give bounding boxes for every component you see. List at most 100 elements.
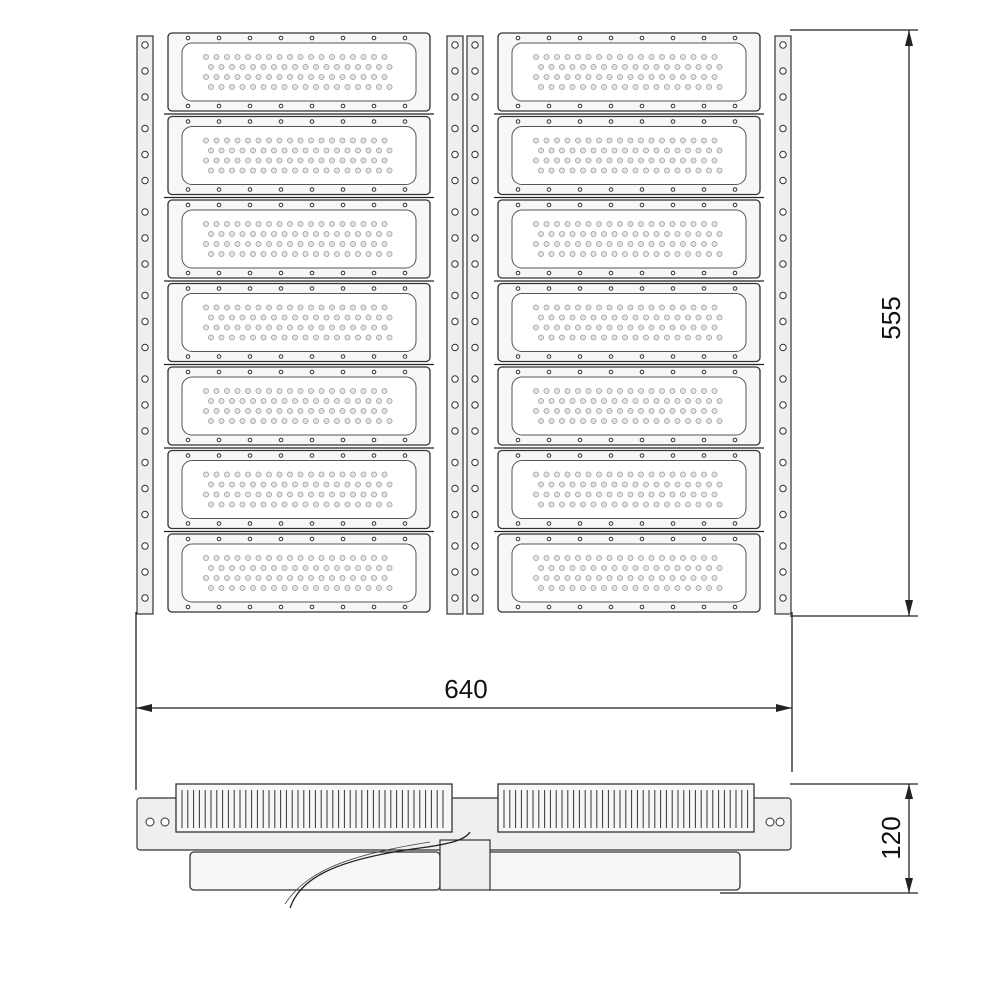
led-chip	[590, 314, 597, 321]
led-chip	[596, 388, 602, 394]
led-chip	[585, 54, 592, 60]
led-chip	[360, 137, 367, 144]
led-chip	[632, 565, 639, 571]
led-chip	[606, 54, 613, 60]
led-chip	[276, 471, 283, 478]
led-chip	[344, 64, 351, 70]
led-chip	[271, 565, 277, 571]
led-chip	[590, 147, 597, 154]
led-chip	[590, 398, 597, 404]
led-chip	[239, 585, 246, 591]
led-chip	[706, 398, 712, 404]
led-chip	[543, 54, 550, 60]
led-chip	[260, 481, 267, 488]
led-chip	[585, 575, 592, 581]
module-lens-panel	[181, 126, 417, 185]
led-chip	[548, 334, 555, 341]
led-chip	[533, 388, 539, 394]
led-chip	[224, 54, 230, 60]
led-chip	[559, 167, 565, 174]
screw-icon	[701, 536, 707, 542]
led-chip	[680, 555, 686, 561]
screw-icon	[185, 270, 191, 276]
led-chip	[664, 167, 670, 174]
led-chip	[601, 147, 607, 154]
led-chip	[323, 481, 330, 488]
screw-icon	[639, 286, 645, 291]
led-chip	[596, 555, 602, 561]
led-chip	[601, 565, 607, 571]
depth-arrow-bottom	[905, 878, 913, 893]
led-chip	[260, 167, 267, 174]
screw-icon	[608, 369, 614, 375]
led-chip	[695, 481, 702, 488]
led-chip	[297, 555, 304, 561]
led-chip	[308, 137, 314, 144]
led-chip	[287, 408, 293, 414]
led-chip	[533, 241, 539, 247]
screw-icon	[247, 202, 253, 208]
led-chip	[659, 74, 665, 80]
led-chip	[208, 418, 214, 424]
width-dimension: 640	[135, 612, 793, 790]
led-chip	[548, 418, 555, 424]
led-chip	[260, 147, 267, 154]
screw-icon	[340, 453, 346, 458]
led-chip	[371, 157, 377, 164]
led-chip	[376, 334, 382, 341]
led-chip	[276, 304, 283, 311]
led-chip	[638, 241, 644, 247]
screw-icon	[732, 437, 738, 443]
led-chip	[548, 585, 555, 591]
led-chip	[360, 324, 367, 331]
led-chip	[245, 324, 251, 331]
led-chip	[302, 147, 309, 154]
led-chip	[685, 64, 691, 70]
led-chip	[664, 585, 670, 591]
led-chip	[355, 314, 361, 321]
led-chip	[543, 137, 550, 144]
led-chip	[632, 84, 639, 90]
led-chip	[281, 481, 288, 488]
screw-icon	[515, 270, 521, 276]
bolt-icon	[471, 401, 479, 409]
led-chip	[329, 241, 335, 247]
led-chip	[208, 84, 214, 90]
led-chip	[569, 334, 576, 341]
screw-icon	[546, 453, 552, 458]
led-chip	[664, 398, 670, 404]
led-chip	[648, 304, 655, 311]
led-chip	[371, 555, 377, 561]
led-chip	[365, 251, 372, 257]
screw-icon	[670, 354, 676, 359]
led-chip	[533, 54, 539, 60]
led-chip	[260, 314, 267, 321]
led-chip	[266, 221, 272, 227]
led-chip	[297, 137, 304, 144]
led-chip	[339, 221, 346, 227]
bolt-icon	[141, 67, 149, 75]
led-chip	[229, 314, 235, 321]
led-chip	[218, 64, 225, 70]
led-chip	[334, 251, 340, 257]
led-module	[164, 449, 434, 533]
led-chip	[601, 167, 607, 174]
led-chip	[234, 241, 241, 247]
led-chip	[292, 585, 298, 591]
led-chip	[701, 324, 707, 331]
led-chip	[250, 501, 256, 508]
led-chip	[559, 251, 565, 257]
led-chip	[711, 304, 718, 311]
led-chip	[287, 388, 293, 394]
led-chip	[334, 565, 340, 571]
led-chip	[606, 408, 613, 414]
led-chip	[365, 481, 372, 488]
led-chip	[638, 388, 644, 394]
led-chip	[601, 251, 607, 257]
led-chip	[344, 251, 351, 257]
led-chip	[564, 74, 571, 80]
led-chip	[287, 54, 293, 60]
screw-icon	[185, 521, 191, 526]
led-chip	[344, 585, 351, 591]
led-chip	[302, 167, 309, 174]
